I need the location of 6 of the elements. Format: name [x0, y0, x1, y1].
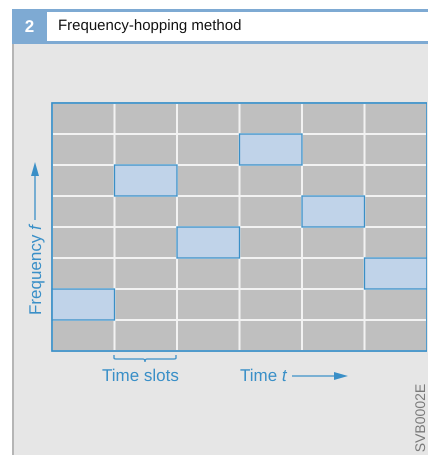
- axis-label: Time t: [240, 365, 287, 387]
- figure-number: 2: [12, 9, 47, 44]
- axis-label: Time slots: [102, 365, 179, 387]
- axis-label: Frequency f: [26, 225, 44, 315]
- figure-code: SVB0002E: [412, 382, 428, 454]
- figure-title: Frequency-hopping method: [47, 9, 428, 44]
